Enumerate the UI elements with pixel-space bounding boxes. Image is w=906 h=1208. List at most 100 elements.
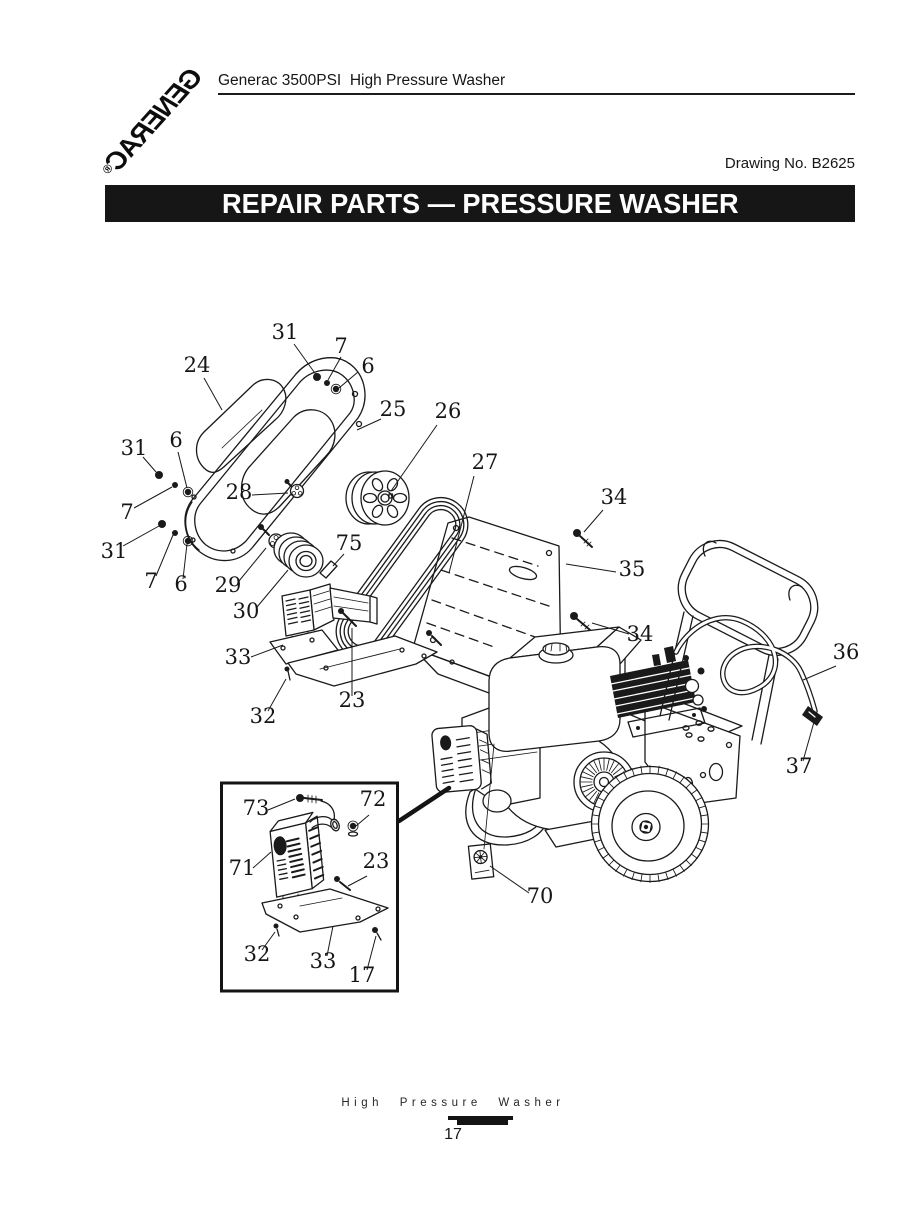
callout-33: 33 [310, 949, 337, 973]
callout-leader-31 [122, 525, 160, 547]
muffler-installed [431, 725, 492, 793]
header-product-title: Generac 3500PSI High Pressure Washer [218, 72, 506, 89]
pulley-30 [273, 532, 324, 578]
screw-23-inset [334, 876, 340, 882]
callout-leader-6 [177, 451, 188, 489]
callout-leader-71 [252, 851, 272, 869]
callout-leader-75 [332, 553, 345, 567]
nut-72 [347, 820, 359, 832]
callout-leader-33 [326, 925, 334, 957]
callout-24: 24 [184, 353, 211, 377]
callout-leader-31 [293, 343, 318, 377]
callout-23: 23 [363, 849, 390, 873]
parts-diagram: 3176242526273167283176293075343534332332… [101, 320, 860, 993]
callout-70: 70 [527, 884, 554, 908]
callout-leader-33 [250, 644, 284, 658]
baffle-24 [195, 378, 287, 474]
page-title: REPAIR PARTS — PRESSURE WASHER [221, 187, 739, 219]
callout-leader-29 [238, 547, 267, 582]
callout-leader-6 [338, 371, 359, 389]
callout-leader-36 [802, 665, 837, 681]
callout-29: 29 [215, 573, 242, 597]
pulley-26 [345, 470, 410, 526]
callout-37: 37 [786, 754, 813, 778]
footer-rule-bar-2 [457, 1120, 508, 1125]
fastener-cluster-left-upper [155, 471, 194, 498]
belt-guard-cover-25 [184, 357, 366, 562]
callout-6: 6 [174, 572, 187, 596]
decal-plate-70 [467, 843, 495, 880]
assembly-line-70 [483, 743, 495, 850]
callout-leader-34 [583, 509, 604, 533]
callout-72: 72 [360, 787, 387, 811]
callout-leader-7 [133, 486, 173, 509]
callout-leader-17 [366, 935, 377, 971]
wheel-tread [591, 765, 709, 883]
callout-33: 33 [225, 645, 252, 669]
inset-pointer-line [396, 785, 452, 824]
callout-leader-31 [142, 456, 157, 473]
callout-leader-24 [203, 377, 223, 411]
callout-leader-32 [267, 678, 287, 712]
heat-shield-33 [269, 583, 442, 687]
shield-plate-33-inset [261, 888, 389, 933]
callout-7: 7 [334, 334, 347, 358]
key-75 [319, 560, 338, 579]
callout-leader-7 [155, 534, 174, 577]
callout-34: 34 [627, 622, 654, 646]
callout-leader-35 [565, 563, 617, 573]
callout-73: 73 [243, 796, 270, 820]
callout-31: 31 [101, 539, 128, 563]
callout-leader-70 [489, 865, 530, 894]
screw-34-top [573, 529, 593, 548]
callout-leader-30 [256, 569, 289, 608]
callout-leader-37 [802, 721, 815, 762]
callout-6: 6 [169, 428, 182, 452]
screw-17 [372, 927, 378, 933]
screw-34-bottom [570, 612, 591, 631]
callout-leader-25 [356, 418, 382, 431]
drawing-number: Drawing No. B2625 [724, 155, 855, 172]
callout-leader-73 [267, 798, 296, 811]
callout-31: 31 [272, 320, 299, 344]
muffler-strap [320, 800, 336, 821]
callout-17: 17 [349, 963, 376, 987]
callout-23: 23 [339, 688, 366, 712]
screw-32-main [284, 666, 290, 672]
callout-25: 25 [380, 397, 407, 421]
callout-32: 32 [244, 942, 271, 966]
callout-leader-27 [448, 475, 475, 574]
title-bar: REPAIR PARTS — PRESSURE WASHER [105, 185, 855, 222]
callout-leader-28 [251, 492, 289, 496]
callout-28: 28 [226, 480, 253, 504]
header-rule [218, 93, 855, 95]
callout-leader-32 [261, 931, 276, 951]
fuel-tank [488, 626, 642, 752]
callout-30: 30 [233, 599, 260, 623]
bolt-73 [296, 794, 304, 802]
callout-leader-72 [355, 814, 370, 827]
muffler-71 [269, 811, 325, 898]
hose-fitting-37 [802, 706, 823, 726]
callout-71: 71 [229, 856, 256, 880]
callout-leader-7 [327, 356, 342, 381]
callout-6: 6 [361, 354, 374, 378]
pump [610, 646, 707, 738]
fastener-cluster-left-lower [158, 520, 194, 547]
fastener-cluster-top [313, 373, 342, 395]
callout-32: 32 [250, 704, 277, 728]
callout-leader-26 [390, 424, 438, 492]
callout-26: 26 [435, 399, 462, 423]
callout-leader-6 [182, 543, 188, 580]
callout-34: 34 [601, 485, 628, 509]
callout-36: 36 [833, 640, 860, 664]
hose-36 [673, 614, 818, 714]
screw-28 [284, 479, 305, 499]
callout-7: 7 [144, 569, 157, 593]
generac-logo: GENERAC® [95, 61, 209, 183]
footer-title: High Pressure Washer [341, 1097, 565, 1109]
callout-leader-23 [347, 875, 368, 887]
callout-31: 31 [121, 436, 148, 460]
